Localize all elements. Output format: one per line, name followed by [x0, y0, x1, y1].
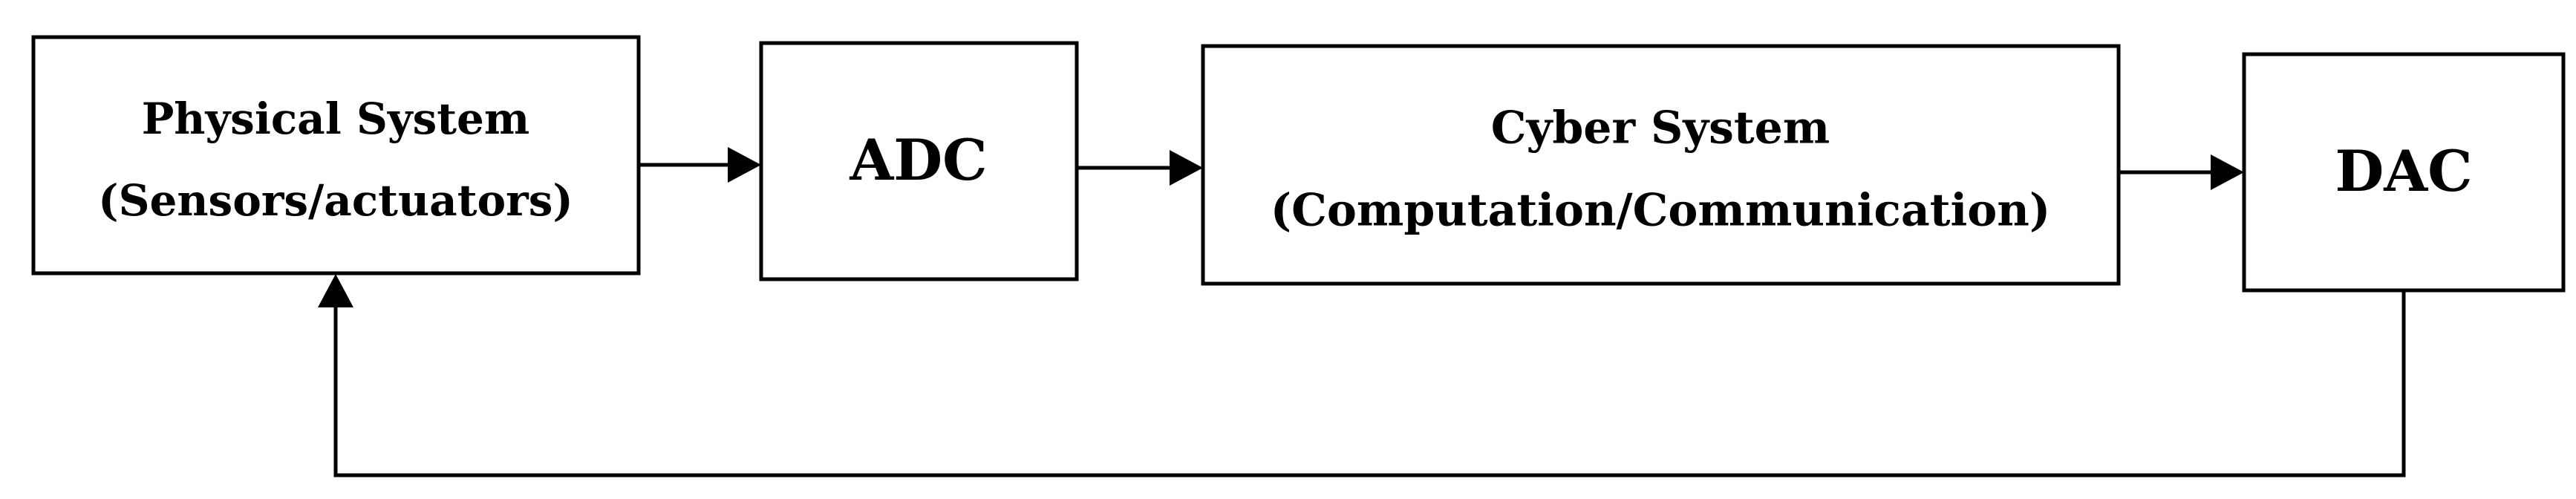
- arrow-adc-to-cyber: [1077, 150, 1203, 186]
- adc-label: ADC: [849, 127, 987, 193]
- arrow-dac-to-physical-feedback: [318, 274, 2406, 477]
- arrowhead-icon: [1170, 150, 1203, 186]
- cyber-system-subtitle: (Computation/Communication): [1271, 185, 2051, 237]
- arrow-cyber-to-dac: [2119, 154, 2244, 190]
- dac-box: [2242, 52, 2566, 293]
- adc-box: [759, 41, 1079, 281]
- cyber-system-block: Cyber System (Computation/Communication): [1201, 44, 2121, 286]
- arrowhead-icon: [728, 147, 761, 183]
- adc-block: ADC: [759, 41, 1079, 281]
- arrowhead-icon: [2211, 154, 2244, 190]
- arrow-physical-to-adc: [639, 147, 761, 183]
- physical-system-title: Physical System: [142, 94, 530, 144]
- physical-system-box: [31, 35, 641, 275]
- feedback-line: [333, 290, 2406, 477]
- physical-system-block: Physical System (Sensors/actuators): [31, 35, 641, 275]
- arrowhead-icon: [318, 274, 353, 307]
- dac-label: DAC: [2335, 138, 2472, 204]
- cyber-system-box: [1201, 44, 2121, 286]
- physical-system-subtitle: (Sensors/actuators): [98, 175, 573, 226]
- cyber-system-title: Cyber System: [1491, 102, 1830, 154]
- dac-block: DAC: [2242, 52, 2566, 293]
